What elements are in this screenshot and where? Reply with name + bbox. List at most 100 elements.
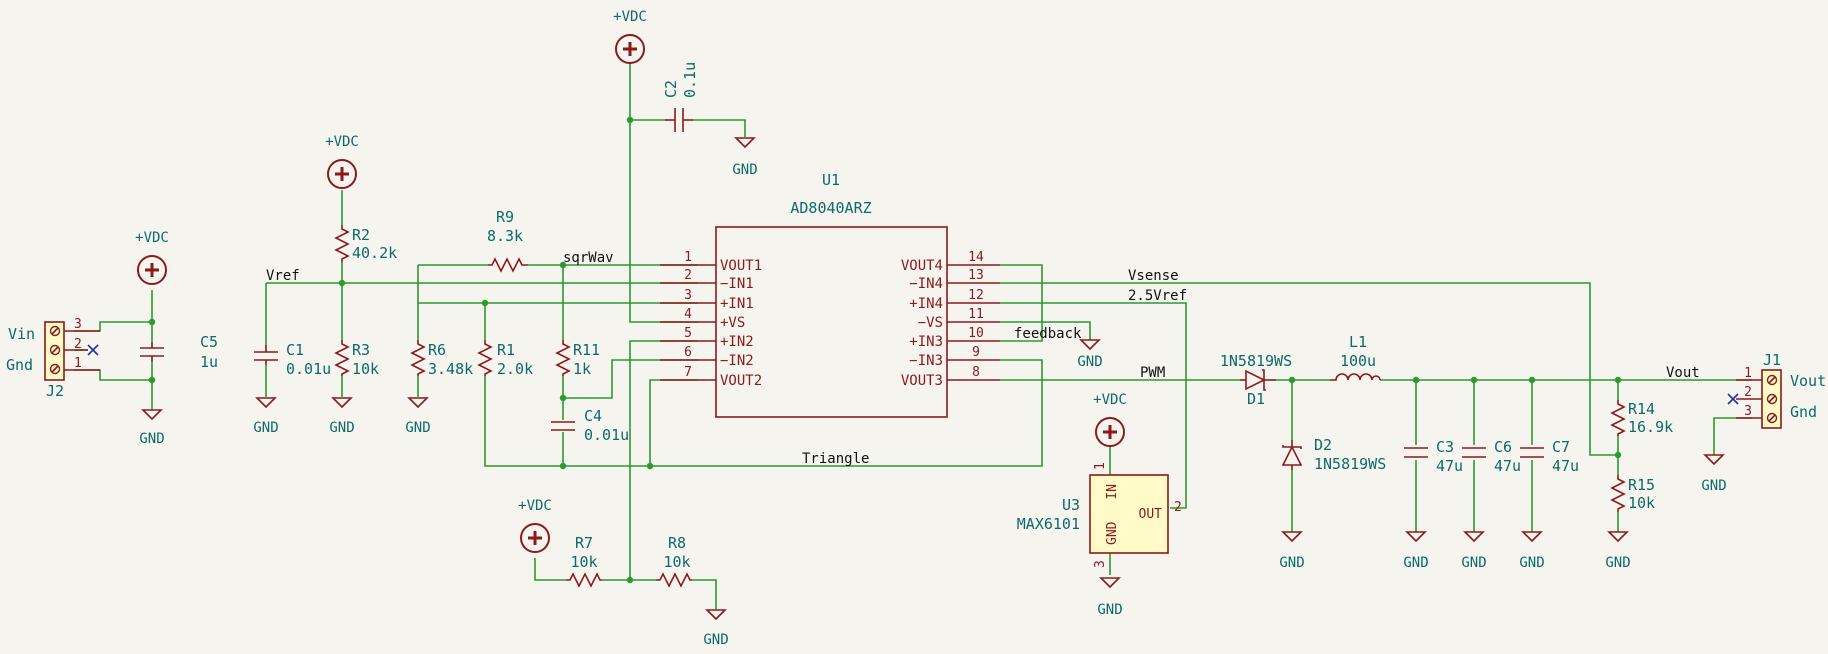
svg-text:1: 1 [1744, 366, 1752, 381]
gnd-label: GND [732, 162, 757, 178]
u1-pin-11: 11−VS [918, 307, 1000, 331]
capacitor-c4 [551, 421, 575, 431]
u1-value: AD8040ARZ [790, 199, 871, 217]
net-pwm: PWM [1140, 365, 1165, 381]
vdc-symbol [519, 522, 551, 554]
pin-name: −IN2 [720, 353, 754, 369]
gnd-symbol [332, 397, 352, 408]
ground-symbols: GND GND GND GND GND GND GND GND GND GND … [139, 137, 1727, 648]
resistor-r11 [555, 340, 571, 376]
u1-pin-4: 4+VS [660, 307, 745, 331]
gnd-label: GND [253, 420, 278, 436]
gnd-symbol [1100, 577, 1120, 588]
gnd-symbol [1282, 531, 1302, 542]
u1-right-pins: 14VOUT413−IN412+IN411−VS10+IN39−IN38VOUT… [901, 250, 1000, 389]
svg-text:2: 2 [1744, 385, 1752, 400]
gnd-label: GND [1701, 478, 1726, 494]
capacitor-c2 [665, 108, 693, 132]
pin-number: 11 [968, 307, 984, 322]
svg-text:3: 3 [1744, 404, 1752, 419]
u1-pin-10: 10+IN3 [909, 326, 1000, 350]
connector-j2: 3 2 1 J2 Vin Gnd [6, 317, 100, 400]
svg-text:0.1u: 0.1u [681, 62, 699, 98]
pin-number: 1 [684, 250, 692, 265]
pin-number: 2 [684, 268, 692, 283]
pin-number: 12 [968, 288, 984, 303]
gnd-label: GND [1403, 555, 1428, 571]
pin-number: 5 [684, 326, 692, 341]
vdc-label: +VDC [518, 498, 552, 514]
pin-number: 3 [684, 288, 692, 303]
net-2-5vref: 2.5Vref [1128, 288, 1187, 304]
svg-text:100u: 100u [1340, 352, 1376, 370]
resistor-r2 [334, 225, 350, 262]
svg-text:0.01u: 0.01u [286, 360, 331, 378]
capacitor-c7 [1520, 447, 1544, 458]
svg-text:R2: R2 [352, 226, 370, 244]
vdc-symbol [326, 158, 358, 190]
vdc-label: +VDC [135, 230, 169, 246]
ic-u1: U1 AD8040ARZ 1VOUT12−IN13+IN14+VS5+IN26−… [660, 171, 1000, 418]
resistor-r3 [334, 340, 350, 376]
pin-name: −IN1 [720, 276, 754, 292]
svg-text:R1: R1 [497, 341, 515, 359]
gnd-label: GND [329, 420, 354, 436]
svg-text:47u: 47u [1436, 457, 1463, 475]
vdc-label: +VDC [1093, 392, 1127, 408]
u1-pin-5: 5+IN2 [660, 326, 754, 350]
svg-text:10k: 10k [1628, 494, 1655, 512]
svg-text:8.3k: 8.3k [487, 227, 523, 245]
vdc-symbol [136, 254, 168, 286]
pin-name: VOUT1 [720, 258, 762, 274]
svg-text:R9: R9 [496, 208, 514, 226]
vin-label: Vin [8, 325, 35, 343]
pin-name: +IN1 [720, 296, 754, 312]
svg-text:1: 1 [1093, 462, 1108, 470]
gnd-label: GND [1461, 555, 1486, 571]
svg-text:MAX6101: MAX6101 [1017, 515, 1080, 533]
svg-text:C4: C4 [584, 407, 602, 425]
svg-text:C1: C1 [286, 341, 304, 359]
svg-text:1k: 1k [573, 360, 591, 378]
gnd-symbol [256, 397, 276, 408]
svg-text:C7: C7 [1552, 438, 1570, 456]
svg-text:47u: 47u [1552, 457, 1579, 475]
svg-text:C3: C3 [1436, 438, 1454, 456]
net-sqrwav: sqrWav [563, 250, 614, 266]
pin-number: 9 [972, 345, 980, 360]
gnd-symbol [706, 609, 726, 620]
u1-pin-6: 6 −IN2 [660, 345, 754, 369]
vdc-symbol [1094, 416, 1126, 448]
pin-name: +VS [720, 315, 745, 331]
gnd-symbol [735, 137, 755, 148]
pin-number: 6 [684, 345, 692, 360]
svg-text:C6: C6 [1494, 438, 1512, 456]
resistor-r1 [477, 340, 493, 376]
pin-number: 13 [968, 268, 984, 283]
connector-j1: 1 2 3 J1 Vout Gnd [1727, 351, 1826, 429]
resistor-r15 [1610, 475, 1626, 512]
svg-text:0.01u: 0.01u [584, 426, 629, 444]
vdc-label: +VDC [325, 134, 359, 150]
svg-text:GND: GND [1105, 521, 1120, 545]
svg-text:3: 3 [74, 317, 82, 332]
svg-text:1N5819WS: 1N5819WS [1314, 455, 1386, 473]
gnd-symbol [1522, 531, 1542, 542]
gnd-symbol [1704, 454, 1724, 465]
svg-text:D2: D2 [1314, 436, 1332, 454]
gnd-label: GND [1097, 602, 1122, 618]
resistor-r6 [410, 340, 426, 376]
svg-text:R7: R7 [575, 534, 593, 552]
svg-text:C2: C2 [662, 80, 680, 98]
gnd-j2-label: Gnd [6, 356, 33, 374]
svg-text:D1: D1 [1247, 390, 1265, 408]
gnd-symbol [1608, 531, 1628, 542]
capacitor-c1 [254, 345, 278, 365]
svg-text:1u: 1u [200, 353, 218, 371]
pin-name: VOUT3 [901, 373, 943, 389]
diode-d1: 1N5819WS D1 [1220, 352, 1292, 408]
u1-ref: U1 [822, 171, 840, 189]
